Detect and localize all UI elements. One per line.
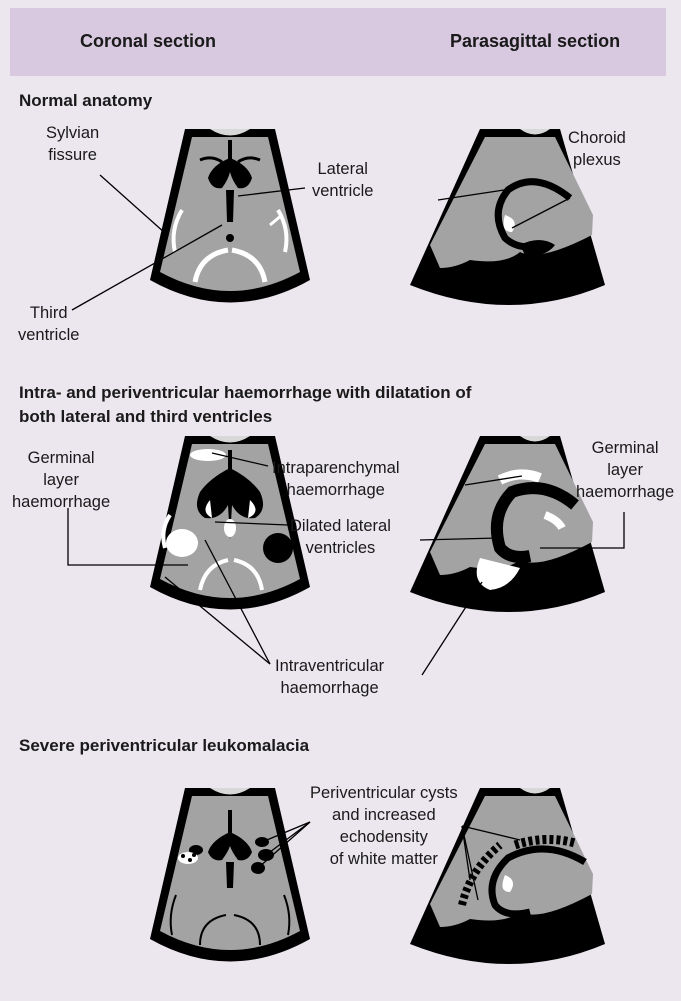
section-title-pvl: Severe periventricular leukomalacia bbox=[19, 733, 309, 758]
label-intraparenchymal: Intraparenchymal haemorrhage bbox=[272, 457, 399, 501]
label-intraventricular: Intraventricular haemorrhage bbox=[275, 655, 384, 699]
label-germinal-layer-right: Germinal layer haemorrhage bbox=[576, 437, 674, 503]
label-sylvian-fissure: Sylvian fissure bbox=[46, 122, 99, 166]
label-third-ventricle: Third ventricle bbox=[18, 302, 79, 346]
section-title-ivh-line2: both lateral and third ventricles bbox=[19, 404, 272, 429]
normal-coronal-scan bbox=[150, 129, 310, 303]
label-lateral-ventricle: Lateral ventricle bbox=[312, 158, 373, 202]
pvl-coronal-scan bbox=[150, 788, 310, 962]
label-dilated-lateral-ventricles: Dilated lateral ventricles bbox=[290, 515, 391, 559]
label-periventricular-cysts: Periventricular cysts and increased echo… bbox=[310, 782, 458, 870]
label-germinal-layer-left: Germinal layer haemorrhage bbox=[12, 447, 110, 513]
section-title-ivh-line1: Intra- and periventricular haemorrhage w… bbox=[19, 380, 471, 405]
section-title-normal-anatomy: Normal anatomy bbox=[19, 88, 152, 113]
label-choroid-plexus: Choroid plexus bbox=[568, 127, 626, 171]
